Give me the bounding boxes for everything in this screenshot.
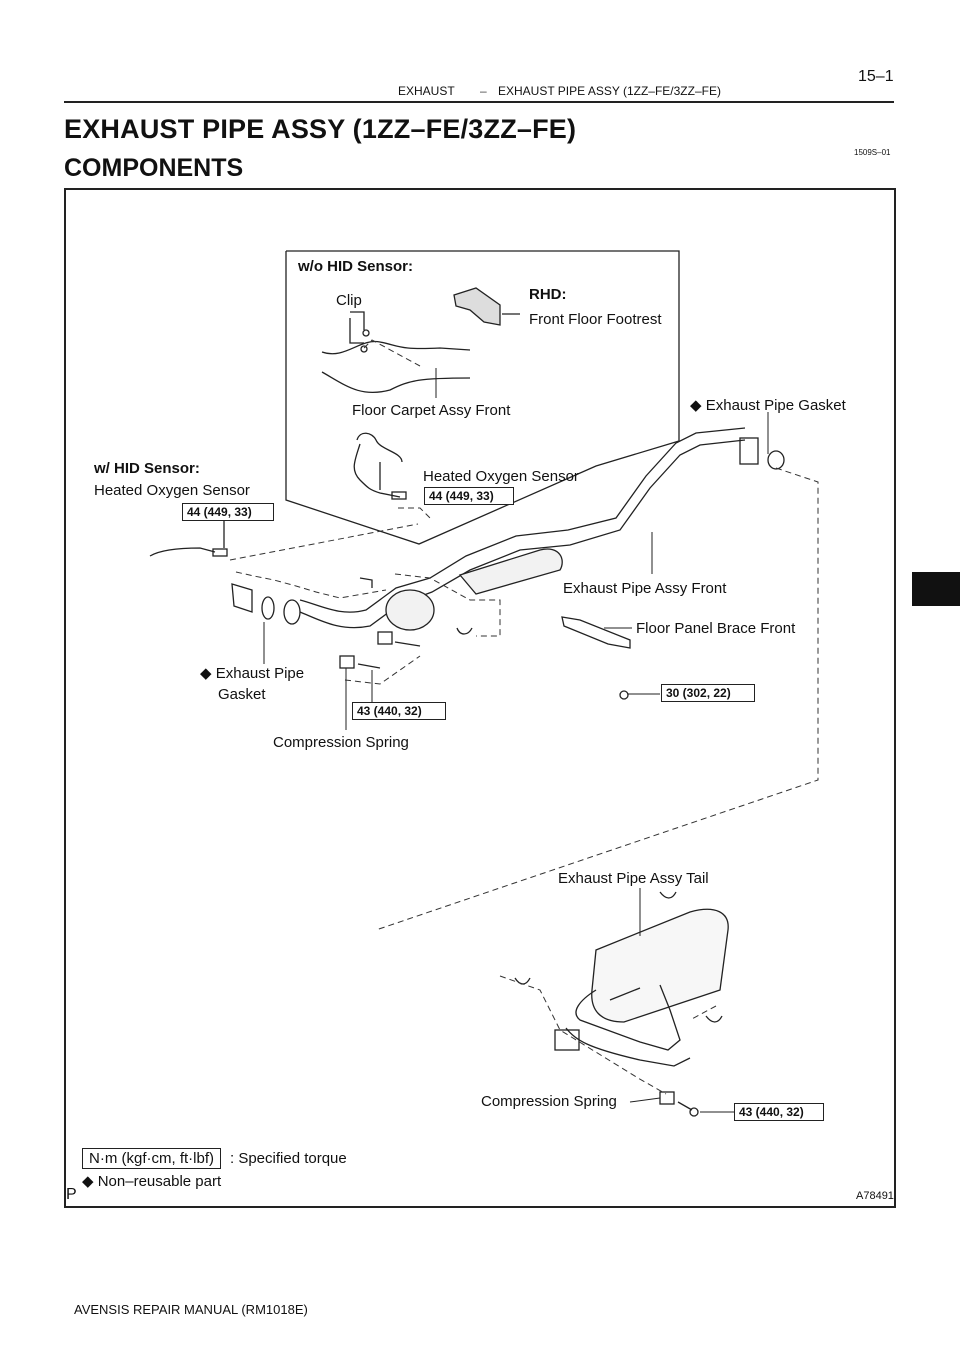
heated-sensor-label: Heated Oxygen Sensor (423, 468, 579, 485)
header-dash: – (480, 84, 487, 98)
tail-pipe-art (575, 984, 681, 1051)
torque-43-upper: 43 (440, 32) (352, 702, 446, 720)
page-number: 15–1 (858, 68, 894, 85)
corner-mark: P (66, 1186, 77, 1203)
torque-43-lower: 43 (440, 32) (734, 1103, 824, 1121)
brace-front-label: Floor Panel Brace Front (636, 620, 796, 637)
torque-44-left: 44 (449, 33) (182, 503, 274, 521)
pipe-tail-label: Exhaust Pipe Assy Tail (558, 870, 709, 887)
header-section: EXHAUST (398, 84, 455, 98)
inset-title: w/o HID Sensor: (298, 258, 414, 275)
o2-sensor-top-art (353, 432, 403, 498)
front-floor-footrest-label: Front Floor Footrest (529, 311, 662, 328)
section-heading: COMPONENTS (64, 154, 244, 182)
rhd-label: RHD: (529, 286, 567, 303)
gasket-top-label: ◆ Exhaust Pipe Gasket (690, 397, 846, 414)
torque-44-right: 44 (449, 33) (424, 487, 514, 505)
compression-spring-label-1: Compression Spring (273, 734, 409, 751)
clip-label: Clip (336, 292, 362, 309)
figure-code: A78491 (856, 1190, 894, 1202)
section-tab-marker (912, 572, 960, 606)
gasket-left-label: ◆ Exhaust Pipe (200, 665, 305, 682)
doc-code: 1509S–01 (854, 148, 891, 157)
torque-unit-box: N·m (kgf·cm, ft·lbf) (82, 1148, 221, 1169)
page-title: EXHAUST PIPE ASSY (1ZZ–FE/3ZZ–FE) (64, 114, 577, 144)
floor-carpet-art (321, 340, 471, 355)
o2-sensor-left-art (149, 547, 216, 557)
catalytic-converter-art (385, 589, 435, 631)
floor-carpet-label: Floor Carpet Assy Front (352, 402, 511, 419)
nonreusable-legend: ◆ Non–reusable part (82, 1173, 222, 1190)
header-rule (64, 101, 894, 103)
diamond-icon: ◆ (200, 665, 212, 682)
header-subtitle: EXHAUST PIPE ASSY (1ZZ–FE/3ZZ–FE) (498, 84, 721, 98)
hid-title: w/ HID Sensor: (94, 460, 200, 477)
diamond-icon: ◆ (82, 1173, 94, 1190)
floor-brace-art (561, 616, 631, 649)
gasket-left-label-2: Gasket (218, 686, 266, 703)
torque-unit-desc: : Specified torque (230, 1150, 347, 1167)
diamond-icon: ◆ (690, 397, 702, 414)
hid-sensor-label: Heated Oxygen Sensor (94, 482, 250, 499)
clip-art (350, 311, 365, 330)
footrest-art (453, 287, 501, 326)
footer: AVENSIS REPAIR MANUAL (RM1018E) (74, 1302, 308, 1317)
exhaust-pipe-front-art (299, 439, 746, 629)
diagram-frame (64, 188, 896, 1208)
pipe-front-label: Exhaust Pipe Assy Front (563, 580, 727, 597)
compression-spring-label-2: Compression Spring (481, 1093, 617, 1110)
inset-outline (285, 250, 680, 545)
torque-30: 30 (302, 22) (661, 684, 755, 702)
muffler-art (591, 908, 729, 1023)
resonator-art (458, 548, 563, 595)
